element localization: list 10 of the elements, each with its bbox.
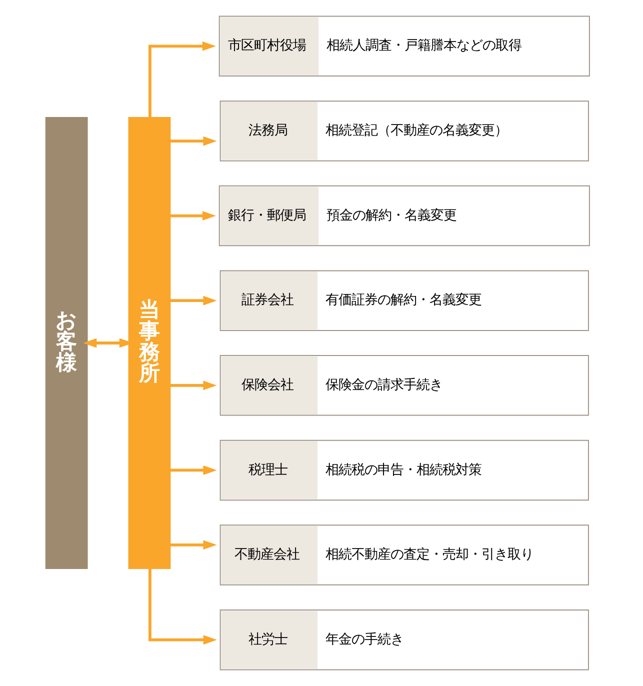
arrow <box>170 540 217 550</box>
arrow <box>148 568 217 645</box>
arrow <box>170 465 217 475</box>
arrow <box>148 41 216 118</box>
node-box: お客様 <box>45 116 88 570</box>
node-box: 当事務所 <box>128 116 171 570</box>
arrow <box>170 136 217 146</box>
arrow <box>170 211 216 221</box>
arrow <box>170 380 217 390</box>
arrow <box>170 296 217 306</box>
